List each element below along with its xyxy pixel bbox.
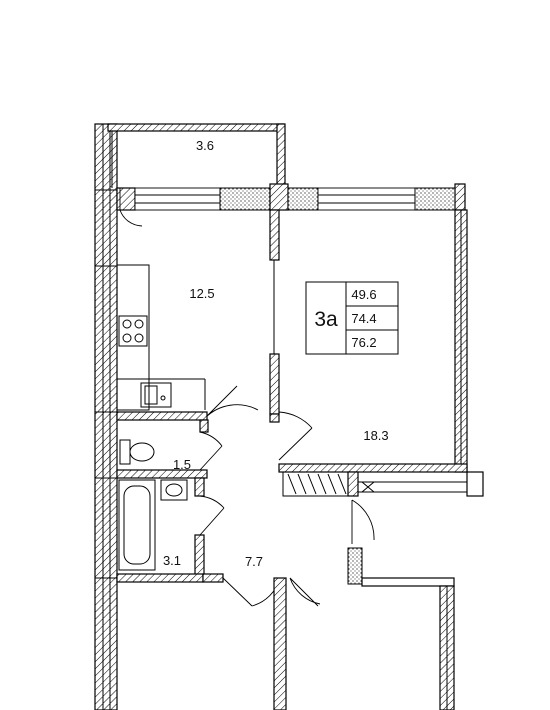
bathroom-area-label: 3.1 [163, 553, 181, 568]
stove-icon [118, 315, 148, 347]
wc-area-label: 1.5 [173, 457, 191, 472]
unit-info-box: 3а 49.6 74.4 76.2 [305, 281, 399, 355]
balcony-area-label: 3.6 [196, 138, 214, 153]
toilet-icon [119, 439, 155, 465]
kitchen-area-label: 12.5 [189, 286, 214, 301]
bathroom: 3.1 [116, 477, 205, 583]
entrance-partitions [202, 413, 455, 710]
wc: 1.5 [116, 411, 209, 479]
kitchen-living-partition [269, 209, 280, 415]
total-area-with-balcony-value: 76.2 [351, 335, 376, 350]
top-exterior-wall [116, 183, 466, 211]
unit-type-label: 3а [314, 308, 338, 331]
washbasin-icon [160, 479, 188, 501]
hallway: 7.7 [199, 385, 375, 607]
kitchen-sink-icon [140, 382, 172, 408]
living-area-value: 49.6 [351, 287, 376, 302]
right-exterior-wall [454, 209, 484, 497]
living-room-area-label: 18.3 [363, 428, 388, 443]
bathtub-icon [118, 479, 156, 571]
living-room: 18.3 [278, 428, 468, 497]
balcony: 3.6 [107, 123, 286, 189]
kitchen: 12.5 [116, 188, 215, 411]
total-area-value: 74.4 [351, 311, 376, 326]
hallway-area-label: 7.7 [245, 554, 263, 569]
left-exterior-wall [94, 123, 118, 710]
